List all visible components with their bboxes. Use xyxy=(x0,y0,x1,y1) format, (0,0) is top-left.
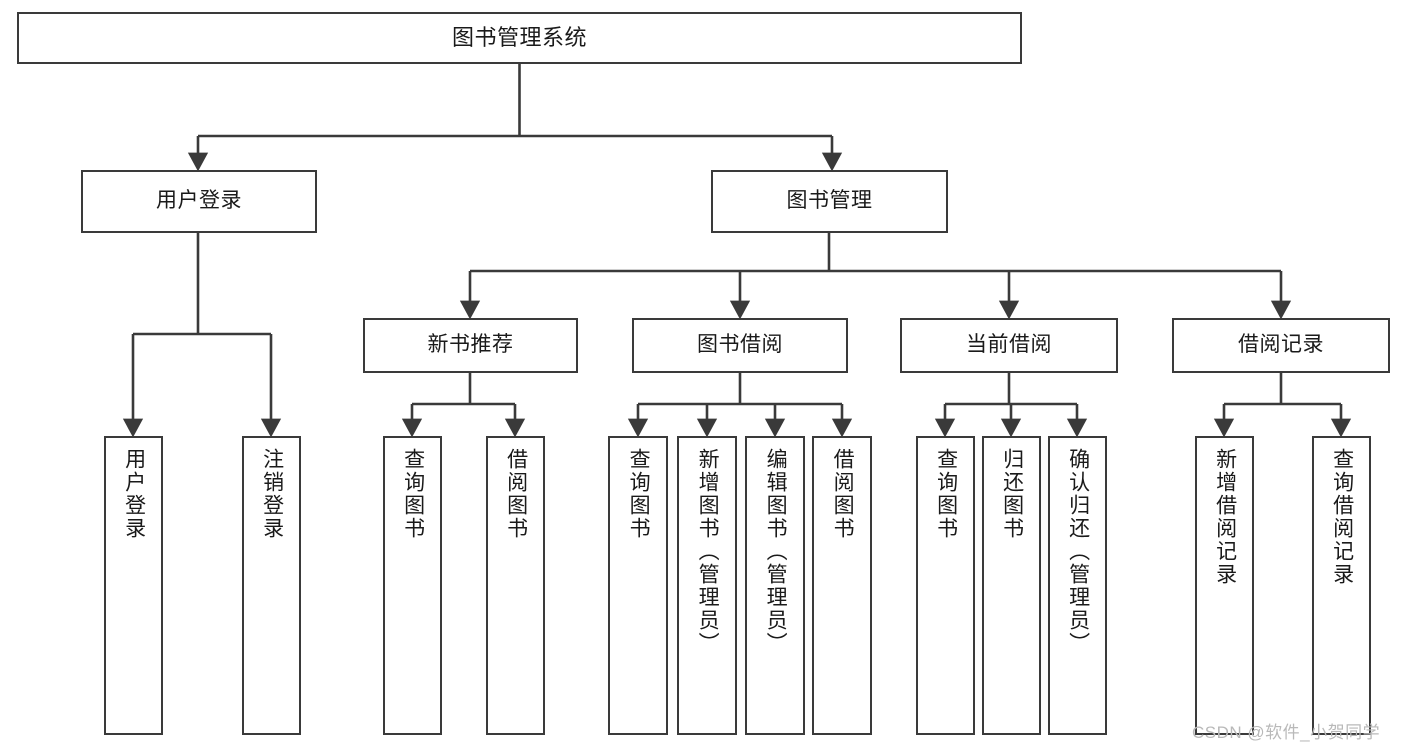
node-leaf-query-record[interactable]: 查询借阅记录 xyxy=(1312,436,1371,735)
node-label: 图书管理系统 xyxy=(451,25,587,51)
node-leaf-query-book-1[interactable]: 查询图书 xyxy=(383,436,442,735)
node-label: 确认归还（管理员） xyxy=(1066,448,1090,655)
node-leaf-confirm-return[interactable]: 确认归还（管理员） xyxy=(1048,436,1107,735)
node-label: 借阅图书 xyxy=(504,448,528,540)
node-label: 当前借阅 xyxy=(966,333,1052,357)
node-label: 查询图书 xyxy=(401,448,425,540)
node-leaf-borrow-book-1[interactable]: 借阅图书 xyxy=(486,436,545,735)
node-label: 借阅图书 xyxy=(831,448,855,540)
node-label: 图书借阅 xyxy=(697,333,783,357)
node-label: 编辑图书（管理员） xyxy=(764,448,788,655)
node-current-borrow[interactable]: 当前借阅 xyxy=(900,318,1118,373)
node-label: 新书推荐 xyxy=(427,333,514,357)
node-leaf-return-book[interactable]: 归还图书 xyxy=(982,436,1041,735)
node-leaf-add-book[interactable]: 新增图书（管理员） xyxy=(677,436,737,735)
node-label: 图书管理 xyxy=(786,189,873,213)
node-label: 查询借阅记录 xyxy=(1330,448,1354,586)
node-label: 新增图书（管理员） xyxy=(696,448,720,655)
node-new-book-recommend[interactable]: 新书推荐 xyxy=(363,318,578,373)
node-book-manage[interactable]: 图书管理 xyxy=(711,170,948,233)
node-book-borrow[interactable]: 图书借阅 xyxy=(632,318,848,373)
node-leaf-user-login[interactable]: 用户登录 xyxy=(104,436,163,735)
node-leaf-logout-login[interactable]: 注销登录 xyxy=(242,436,301,735)
node-user-login[interactable]: 用户登录 xyxy=(81,170,317,233)
node-label: 用户登录 xyxy=(156,189,242,213)
csdn-watermark: CSDN @软件_小贺同学 xyxy=(1192,723,1381,742)
node-label: 注销登录 xyxy=(260,448,284,540)
node-root-book-management-system[interactable]: 图书管理系统 xyxy=(17,12,1022,64)
node-leaf-query-book-3[interactable]: 查询图书 xyxy=(916,436,975,735)
node-label: 用户登录 xyxy=(122,448,146,540)
node-leaf-borrow-book-2[interactable]: 借阅图书 xyxy=(812,436,872,735)
node-leaf-edit-book[interactable]: 编辑图书（管理员） xyxy=(745,436,805,735)
node-label: 查询图书 xyxy=(627,448,651,540)
node-label: 查询图书 xyxy=(934,448,958,540)
node-label: 新增借阅记录 xyxy=(1213,448,1237,586)
node-label: 借阅记录 xyxy=(1238,333,1324,357)
node-leaf-add-record[interactable]: 新增借阅记录 xyxy=(1195,436,1254,735)
node-label: 归还图书 xyxy=(1000,448,1024,540)
node-leaf-query-book-2[interactable]: 查询图书 xyxy=(608,436,668,735)
node-borrow-record[interactable]: 借阅记录 xyxy=(1172,318,1390,373)
